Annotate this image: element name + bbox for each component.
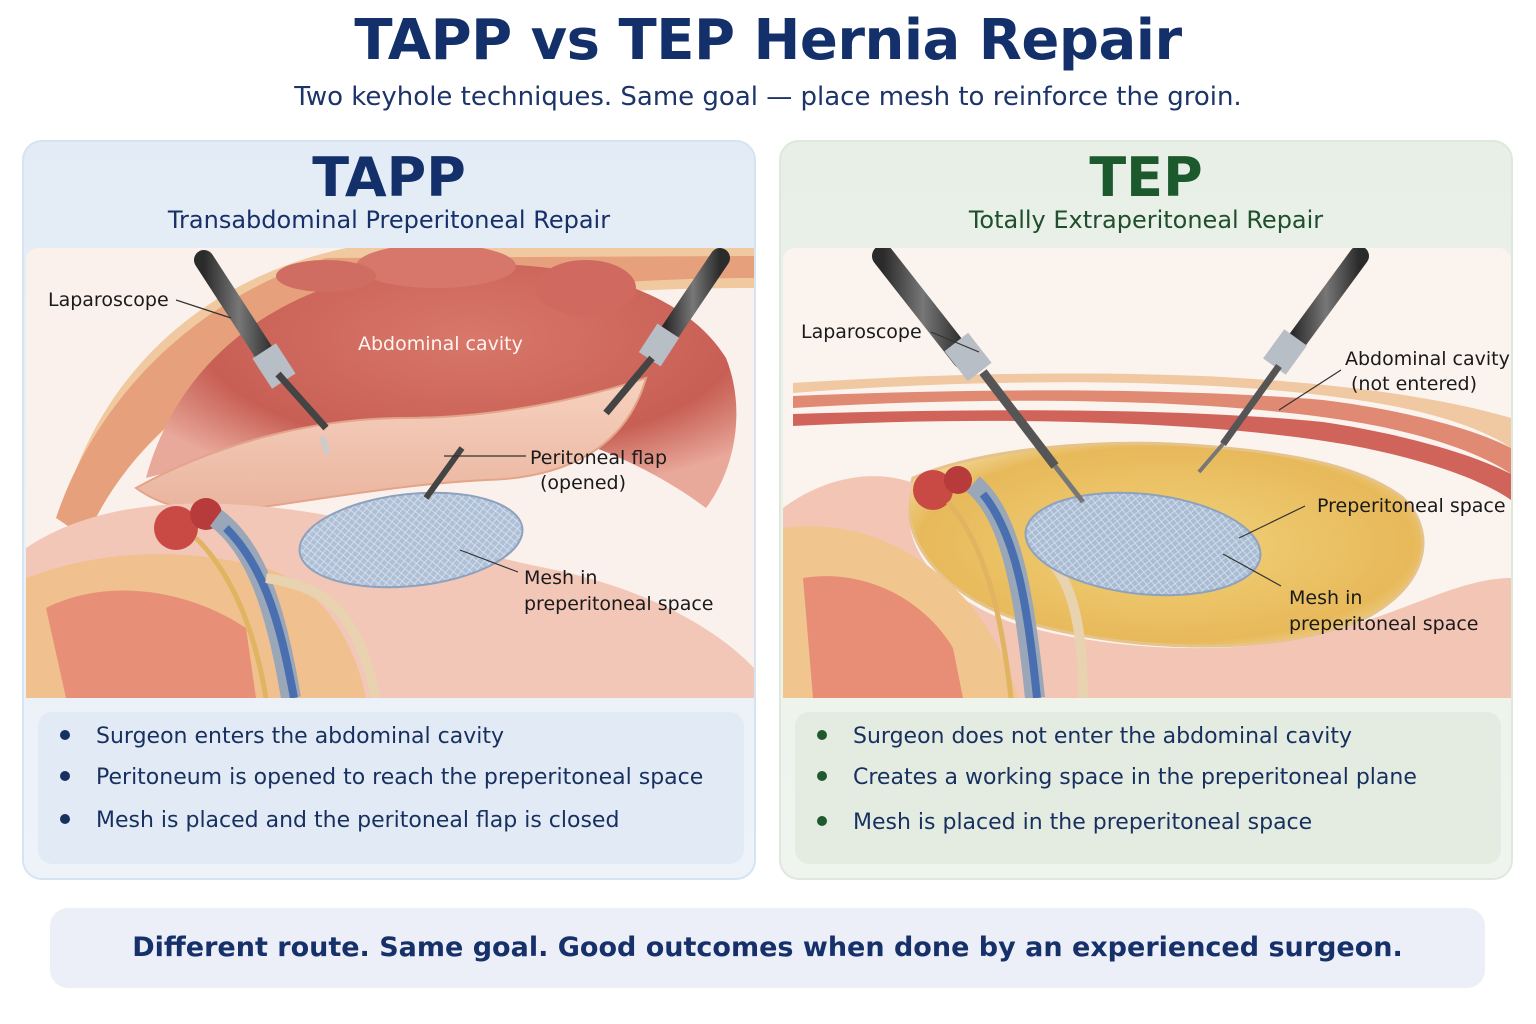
list-item: Creates a working space in the preperito… — [817, 765, 1417, 790]
tapp-label-laparoscope: Laparoscope — [48, 289, 169, 311]
tapp-label-mesh-2: preperitoneal space — [524, 593, 714, 615]
tep-label-cavity-1: Abdominal cavity — [1345, 348, 1510, 370]
tapp-label-flap-1: Peritoneal flap — [530, 447, 667, 469]
bullet-icon — [817, 730, 827, 740]
bullet-icon — [817, 771, 827, 781]
tapp-label-flap-2: (opened) — [540, 472, 626, 494]
tep-title: TEP — [1089, 146, 1203, 209]
list-item: Surgeon does not enter the abdominal cav… — [817, 724, 1352, 749]
list-item: Surgeon enters the abdominal cavity — [60, 724, 504, 749]
tep-label-laparoscope: Laparoscope — [801, 321, 922, 343]
list-item: Peritoneum is opened to reach the preper… — [60, 765, 703, 790]
tep-panel: TEP Totally Extraperitoneal Repair — [779, 140, 1513, 880]
list-item: Mesh is placed and the peritoneal flap i… — [60, 808, 619, 833]
tep-label-cavity-2: (not entered) — [1351, 373, 1477, 395]
tapp-title: TAPP — [312, 146, 466, 209]
tapp-illustration — [26, 248, 754, 698]
footer-banner: Different route. Same goal. Good outcome… — [50, 908, 1485, 988]
tapp-anatomy-svg — [26, 248, 754, 698]
bullet-icon — [60, 814, 70, 824]
tapp-subtitle: Transabdominal Preperitoneal Repair — [167, 206, 611, 234]
tep-label-mesh-2: preperitoneal space — [1289, 613, 1479, 635]
bullet-icon — [817, 816, 827, 826]
list-item: Mesh is placed in the preperitoneal spac… — [817, 810, 1312, 835]
bullet-icon — [60, 771, 70, 781]
tapp-label-mesh-1: Mesh in — [524, 567, 598, 589]
tep-bullet-list: Surgeon does not enter the abdominal cav… — [795, 712, 1501, 864]
page-title: TAPP vs TEP Hernia Repair — [354, 8, 1182, 73]
tapp-label-abdominal-cavity: Abdominal cavity — [358, 333, 523, 355]
tapp-bullet-list: Surgeon enters the abdominal cavity Peri… — [38, 712, 744, 864]
bullet-icon — [60, 730, 70, 740]
tep-label-preperitoneal: Preperitoneal space — [1317, 495, 1506, 517]
tep-label-mesh-1: Mesh in — [1289, 587, 1363, 609]
tep-anatomy-svg — [783, 248, 1511, 698]
page-subtitle: Two keyhole techniques. Same goal — plac… — [294, 82, 1242, 112]
tep-illustration — [783, 248, 1511, 698]
tapp-panel: TAPP Transabdominal Preperitoneal Repair — [22, 140, 756, 880]
tep-subtitle: Totally Extraperitoneal Repair — [968, 206, 1324, 234]
